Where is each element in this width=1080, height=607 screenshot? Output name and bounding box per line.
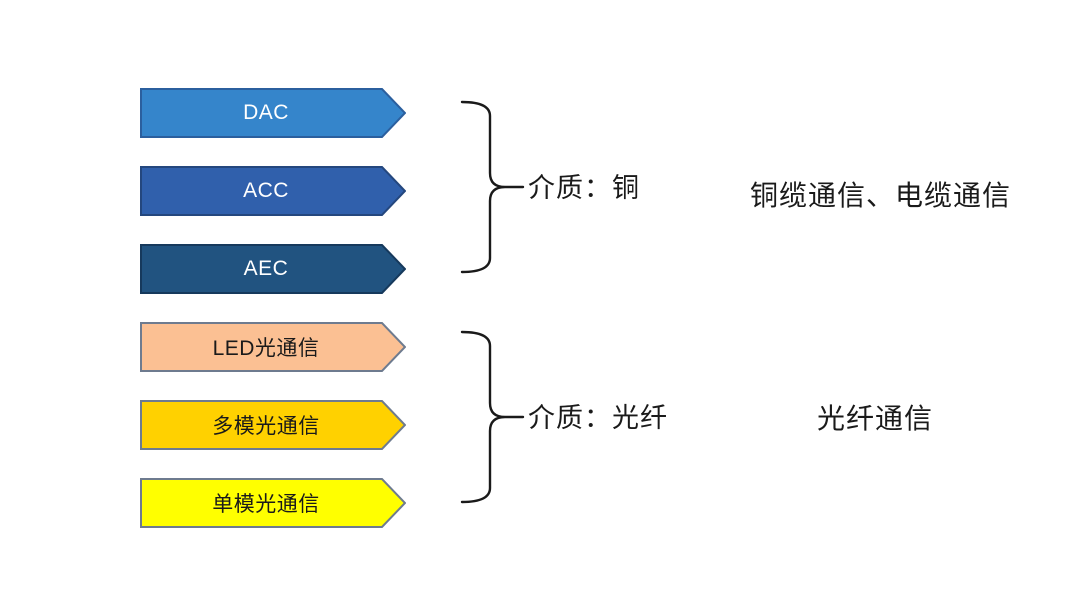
arrow-dac: DAC [140, 88, 406, 138]
arrow-singlemode-optical: 单模光通信 [140, 478, 406, 528]
arrow-multimode-optical-shape [140, 400, 406, 450]
arrow-multimode-optical-label: 多模光通信 [212, 415, 320, 438]
arrow-dac-label: DAC [243, 101, 289, 124]
fiber-category-label: 光纤通信 [817, 403, 934, 434]
arrow-aec-label: AEC [243, 257, 289, 280]
curly-brace-fiber-icon [460, 330, 525, 504]
arrow-multimode-optical: 多模光通信 [140, 400, 406, 450]
curly-brace-path [460, 100, 525, 274]
arrow-singlemode-optical-label: 单模光通信 [212, 493, 320, 516]
pentagon-arrow-icon [140, 244, 406, 294]
pentagon-arrow-icon [140, 400, 406, 450]
copper-medium-label: 介质：铜 [528, 173, 640, 203]
pentagon-arrow-icon [140, 322, 406, 372]
curly-brace-path [460, 330, 525, 504]
arrow-aec: AEC [140, 244, 406, 294]
arrow-singlemode-optical-shape [140, 478, 406, 528]
fiber-medium-label: 介质：光纤 [528, 403, 668, 433]
pentagon-arrow-icon [140, 88, 406, 138]
arrow-acc-shape [140, 166, 406, 216]
arrow-acc: ACC [140, 166, 406, 216]
arrow-led-optical-label: LED光通信 [212, 337, 320, 360]
arrow-dac-shape [140, 88, 406, 138]
curly-brace-copper-icon [460, 100, 525, 274]
arrow-acc-label: ACC [243, 179, 289, 202]
pentagon-arrow-icon [140, 166, 406, 216]
arrow-led-optical-shape [140, 322, 406, 372]
pentagon-arrow-icon [140, 478, 406, 528]
copper-category-label: 铜缆通信、电缆通信 [750, 180, 1012, 211]
arrow-led-optical: LED光通信 [140, 322, 406, 372]
arrow-aec-shape [140, 244, 406, 294]
